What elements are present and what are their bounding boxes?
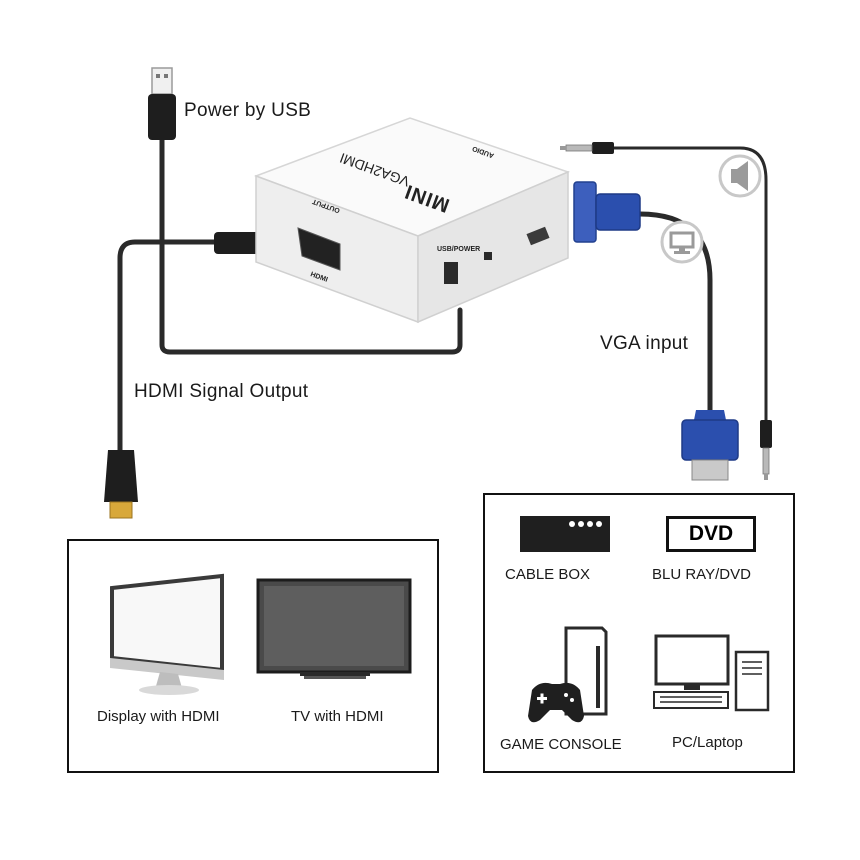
tv-with-hdmi-label: TV with HDMI	[291, 708, 384, 725]
hdmi-plug-bottom-icon	[104, 450, 138, 519]
vga-input-label: VGA input	[600, 333, 689, 354]
display-with-hdmi-label: Display with HDMI	[97, 708, 220, 725]
audio-jack-bottom-icon	[760, 420, 772, 480]
vga-connector-top-icon	[573, 181, 641, 243]
cable-box-icon	[520, 516, 610, 552]
hdmi-output-cable	[117, 239, 221, 453]
vga-connector-bottom-icon	[681, 410, 739, 481]
game-console-icon	[528, 626, 608, 723]
pc-laptop-label: PC/Laptop	[672, 734, 743, 751]
audio-jack-top-icon	[560, 142, 614, 154]
tv-icon	[256, 578, 412, 679]
usb-power-cable	[159, 137, 463, 355]
pc-icon	[653, 634, 770, 712]
monitor-icon	[110, 573, 224, 695]
power-by-usb-label: Power by USB	[184, 100, 312, 121]
dvd-badge: DVD	[666, 516, 756, 552]
speaker-icon	[718, 154, 762, 198]
usb-power-port-label: USB/POWER	[437, 246, 481, 253]
usb-plug-icon	[148, 67, 176, 140]
audio-cable	[610, 146, 768, 422]
monitor-circle-icon	[660, 220, 704, 264]
game-console-label: GAME CONSOLE	[500, 736, 622, 753]
hdmi-signal-output-label: HDMI Signal Output	[134, 381, 309, 402]
blu-ray-dvd-label: BLU RAY/DVD	[652, 566, 751, 583]
cable-box-label: CABLE BOX	[505, 566, 591, 583]
vga2hdmi-converter	[253, 117, 571, 324]
